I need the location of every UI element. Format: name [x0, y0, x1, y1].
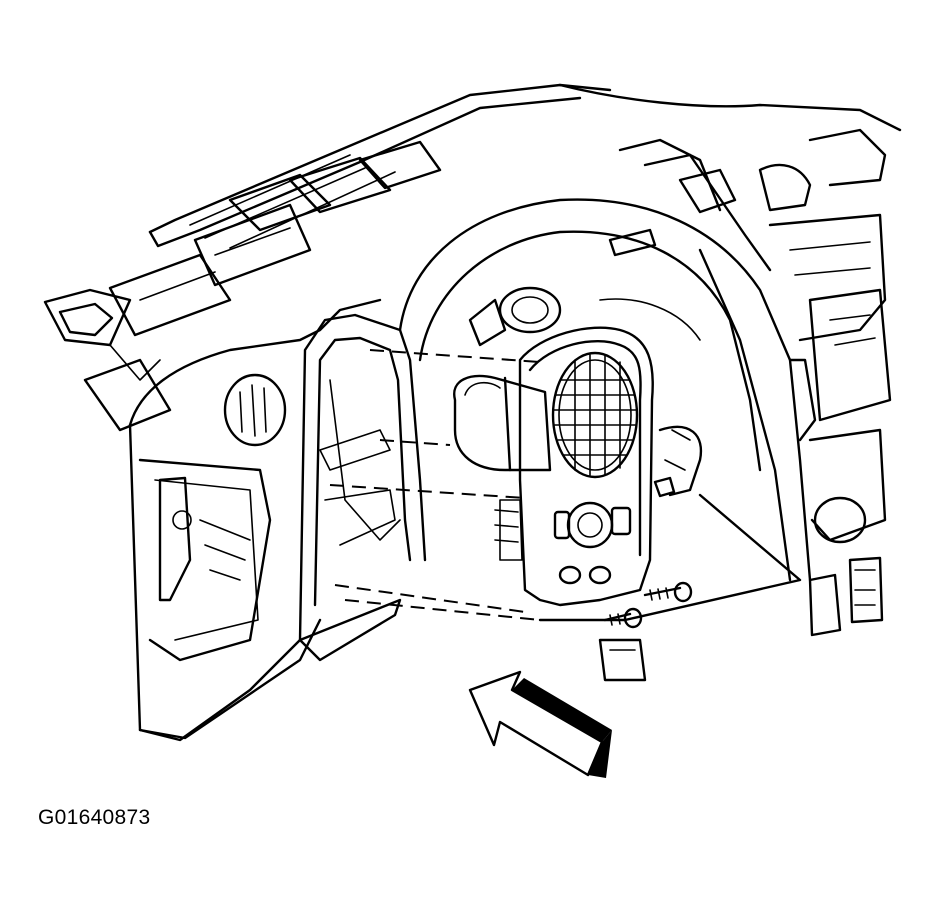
- steering-column: [453, 374, 552, 472]
- cluster-opening-frame: [298, 313, 427, 662]
- cluster-hood: [398, 198, 812, 582]
- right-dash-section: [558, 83, 902, 637]
- direction-arrow-icon: [468, 670, 612, 778]
- lower-opening-floor: [538, 493, 802, 682]
- left-end-panel: [128, 298, 382, 742]
- wiring-connector: [653, 425, 703, 498]
- left-vent-bracket: [43, 288, 172, 432]
- instrument-cluster: [494, 326, 654, 607]
- retaining-screws: [603, 581, 693, 629]
- alignment-lines: [329, 349, 541, 621]
- figure-code-label: G01640873: [38, 806, 151, 829]
